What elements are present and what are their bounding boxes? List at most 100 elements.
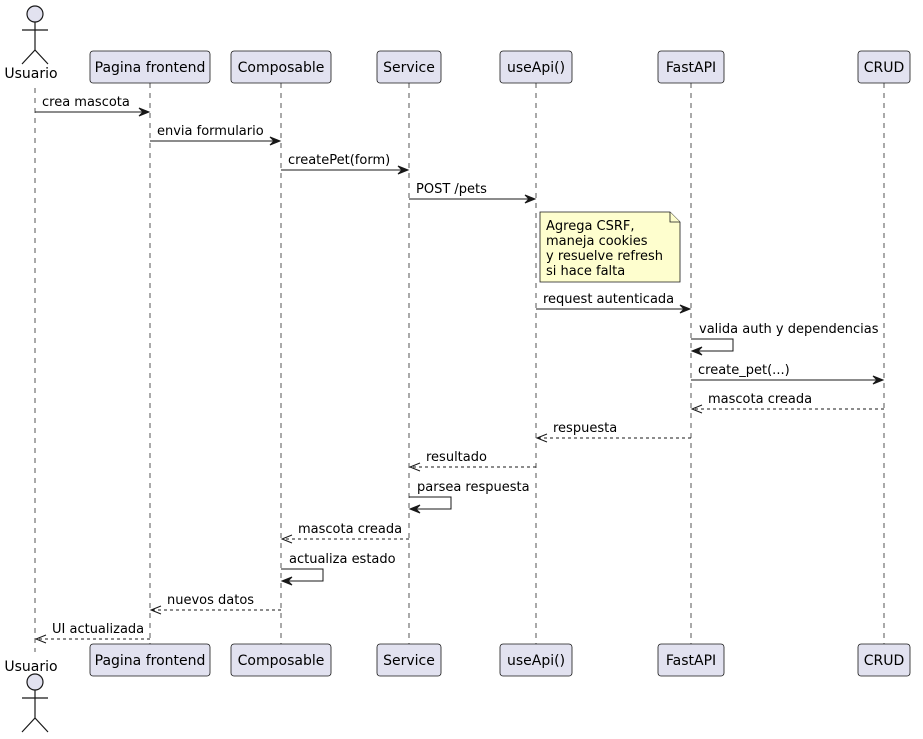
participant-pagina-top[interactable]: Pagina frontend: [89, 50, 211, 84]
message-label: envia formulario: [157, 124, 264, 139]
actor-usuario-bottom[interactable]: Usuario: [4, 659, 58, 733]
participant-label: useApi(): [507, 653, 565, 669]
message-label: crea mascota: [42, 95, 130, 110]
message-label: POST /pets: [416, 182, 487, 197]
participant-box: [376, 643, 442, 677]
note-fold: [669, 212, 680, 223]
message-label: mascota creada: [708, 392, 812, 407]
participant-composable-top[interactable]: Composable: [230, 50, 332, 84]
note-line: y resuelve refresh: [546, 249, 663, 264]
participant-box: [89, 50, 211, 84]
arrowhead: [679, 304, 692, 314]
participant-label: FastAPI: [666, 60, 716, 76]
message-9: respuesta: [535, 421, 691, 443]
participant-crud-top[interactable]: CRUD: [857, 50, 911, 84]
participant-label: useApi(): [507, 60, 565, 76]
note-line: maneja cookies: [546, 234, 648, 249]
message-label: createPet(form): [288, 153, 390, 168]
participant-crud-bottom[interactable]: CRUD: [857, 643, 911, 677]
message-line: [281, 568, 324, 582]
participant-label: Service: [383, 653, 435, 669]
message-label: respuesta: [553, 421, 617, 436]
message-4: POST /pets: [409, 182, 537, 204]
actor-usuario-top[interactable]: Usuario: [4, 5, 58, 82]
message-15: UI actualizada: [34, 622, 150, 644]
participant-useapi-top[interactable]: useApi(): [499, 50, 573, 84]
participant-box: [657, 50, 725, 84]
arrowhead: [280, 576, 293, 586]
participant-label: Usuario: [4, 66, 57, 82]
participant-box: [499, 643, 573, 677]
message-7: create_pet(...): [691, 363, 885, 385]
message-label: nuevos datos: [167, 593, 254, 608]
arrowhead: [408, 504, 421, 514]
note-line: Agrega CSRF,: [546, 219, 635, 234]
message-8: mascota creada: [690, 392, 884, 414]
participant-box: [857, 643, 911, 677]
actor-legs: [21, 49, 49, 65]
participant-label: CRUD: [864, 60, 905, 76]
participant-service-top[interactable]: Service: [376, 50, 442, 84]
message-label: request autenticada: [543, 292, 674, 307]
participant-box: [376, 50, 442, 84]
participant-fastapi-top[interactable]: FastAPI: [657, 50, 725, 84]
message-1: crea mascota: [35, 95, 151, 117]
actor-head-icon: [26, 5, 44, 23]
message-line: [409, 496, 452, 510]
participant-pagina-bottom[interactable]: Pagina frontend: [89, 643, 211, 677]
participant-label: Pagina frontend: [95, 60, 206, 76]
arrowhead: [872, 375, 885, 385]
message-6: valida auth y dependencias: [690, 322, 879, 356]
arrowhead: [269, 136, 282, 146]
message-label: parsea respuesta: [417, 480, 530, 495]
participant-service-bottom[interactable]: Service: [376, 643, 442, 677]
participant-useapi-bottom[interactable]: useApi(): [499, 643, 573, 677]
note-shape: [539, 211, 681, 283]
message-13: actualiza estado: [280, 552, 396, 586]
message-11: parsea respuesta: [408, 480, 530, 514]
participant-box: [657, 643, 725, 677]
message-14: nuevos datos: [149, 593, 281, 615]
participant-label: Service: [383, 60, 435, 76]
message-label: resultado: [426, 450, 487, 465]
participant-label: FastAPI: [666, 653, 716, 669]
message-label: actualiza estado: [289, 552, 396, 567]
message-label: mascota creada: [298, 522, 402, 537]
participant-composable-bottom[interactable]: Composable: [230, 643, 332, 677]
arrowhead: [690, 404, 703, 414]
participant-box: [89, 643, 211, 677]
arrowhead: [397, 165, 410, 175]
arrowhead: [535, 433, 548, 443]
message-label: valida auth y dependencias: [699, 322, 879, 337]
arrowhead: [408, 462, 421, 472]
actor-head-icon: [26, 673, 44, 691]
participant-fastapi-bottom[interactable]: FastAPI: [657, 643, 725, 677]
message-label: create_pet(...): [698, 363, 790, 378]
actor-legs: [21, 717, 49, 733]
participant-label: Pagina frontend: [95, 653, 206, 669]
message-2: envia formulario: [150, 124, 282, 146]
participant-box: [499, 50, 573, 84]
arrowhead: [524, 194, 537, 204]
participant-label: Composable: [238, 653, 325, 669]
message-12: mascota creada: [280, 522, 409, 544]
arrowhead: [690, 346, 703, 356]
message-3: createPet(form): [281, 153, 410, 175]
participant-label: Composable: [238, 60, 325, 76]
participant-box: [230, 50, 332, 84]
participant-label: CRUD: [864, 653, 905, 669]
participant-box: [857, 50, 911, 84]
note-line: si hace falta: [546, 264, 625, 279]
arrowhead: [280, 534, 293, 544]
message-10: resultado: [408, 450, 536, 472]
message-line: [691, 338, 734, 352]
arrowhead: [138, 107, 151, 117]
participant-label: Usuario: [4, 659, 57, 675]
arrowhead: [149, 605, 162, 615]
participant-box: [230, 643, 332, 677]
message-5: request autenticada: [536, 292, 692, 314]
message-label: UI actualizada: [52, 622, 144, 637]
arrowhead: [34, 634, 47, 644]
